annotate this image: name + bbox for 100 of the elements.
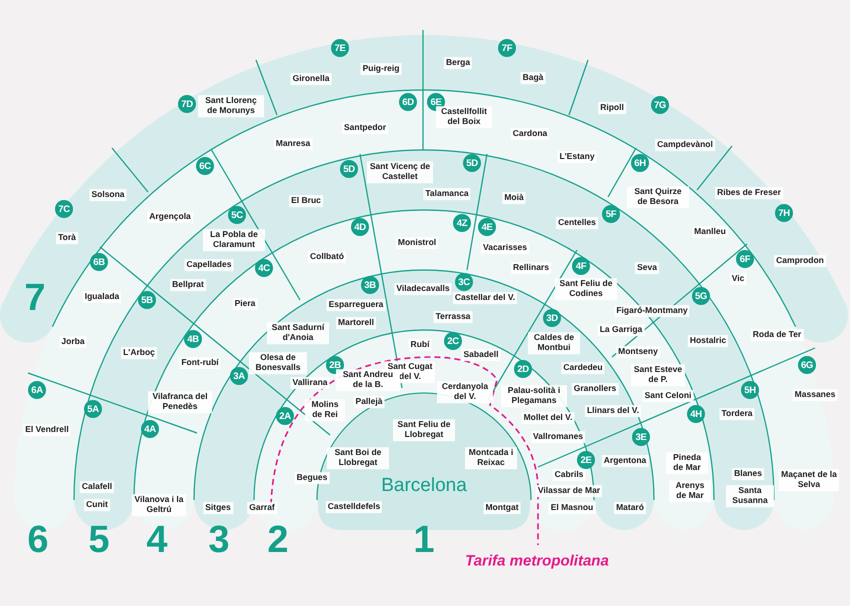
zone-number: 1	[413, 521, 435, 559]
town-label: Begues	[294, 472, 330, 484]
town-label: Torà	[56, 232, 78, 244]
town-label: Cardedeu	[561, 362, 605, 374]
town-label: Pallejà	[354, 396, 384, 408]
town-label: Capellades	[184, 259, 234, 271]
town-label: Ripoll	[598, 102, 626, 114]
town-label: Sant Celoni	[642, 390, 694, 402]
town-label: Caldes de Montbui	[528, 332, 580, 354]
town-label: Campdevànol	[655, 139, 715, 151]
town-label: Jorba	[59, 336, 87, 348]
town-label: Calafell	[80, 481, 114, 493]
town-label: Santpedor	[342, 122, 388, 134]
town-label: Bagà	[520, 72, 546, 84]
town-label: Castellar del V.	[452, 292, 518, 304]
town-label: Vallirana	[290, 377, 330, 389]
town-label: Sant Llorenç de Morunys	[198, 95, 264, 117]
town-label: Sitges	[203, 502, 233, 514]
town-label: Montgat	[483, 502, 521, 514]
town-label: Arenys de Mar	[669, 480, 711, 502]
town-label: Ribes de Freser	[715, 187, 783, 199]
town-label: Montseny	[616, 346, 660, 358]
town-label: Palau-solità i Plegamans	[501, 385, 567, 407]
town-label: Sant Andreu de la B.	[336, 369, 400, 391]
town-label: Esparreguera	[326, 299, 386, 311]
town-label: Sabadell	[462, 349, 500, 361]
town-label: Gironella	[290, 73, 332, 85]
town-label: Sant Esteve de P.	[631, 364, 685, 386]
town-label: Montcada i Reixac	[465, 447, 517, 469]
town-label: Hostalric	[688, 335, 728, 347]
town-label: El Bruc	[289, 195, 323, 207]
town-label: Font-rubí	[179, 357, 221, 369]
town-label: Terrassa	[434, 311, 472, 323]
town-label: Olesa de Bonesvalls	[249, 352, 307, 374]
town-label: Manlleu	[692, 226, 728, 238]
town-label: Roda de Ter	[750, 329, 804, 341]
town-label: Sant Quirze de Besora	[627, 186, 689, 208]
town-label: Mollet del V.	[522, 412, 574, 424]
town-label: Piera	[232, 298, 258, 310]
town-label: Bellprat	[170, 279, 206, 291]
town-label: Santa Susanna	[726, 485, 774, 507]
zone-badge: 7E	[331, 39, 349, 57]
town-label: L'Estany	[557, 151, 597, 163]
town-label: Mataró	[614, 502, 646, 514]
town-label: Vilanova i la Geltrú	[132, 494, 186, 516]
town-label: Argençola	[147, 211, 193, 223]
town-label: Molins de Rei	[305, 399, 345, 421]
zone-number: 3	[208, 521, 230, 559]
town-label: Llinars del V.	[584, 405, 642, 417]
city-label: Barcelona	[381, 475, 467, 497]
town-label: Maçanet de la Selva	[779, 469, 839, 491]
town-label: L'Arboç	[121, 347, 157, 359]
town-label: Castelldefels	[326, 501, 382, 513]
town-label: Centelles	[556, 217, 598, 229]
town-label: Camprodon	[774, 255, 826, 267]
town-label: Puig-reig	[360, 63, 402, 75]
zone-number: 5	[88, 521, 110, 559]
town-label: Pineda de Mar	[666, 452, 708, 474]
zone-badge: 7C	[55, 200, 73, 218]
town-label: Garraf	[247, 502, 277, 514]
town-label: Cabrils	[552, 469, 586, 481]
town-label: Vilassar de Mar	[536, 485, 602, 497]
town-label: Sant Feliu de Llobregat	[393, 419, 455, 441]
town-label: Sant Vicenç de Castellet	[367, 161, 433, 183]
zone-number: 4	[146, 521, 168, 559]
town-label: Vacarisses	[481, 242, 529, 254]
town-label: Vallromanes	[530, 431, 586, 443]
town-label: Sant Feliu de Codines	[555, 278, 617, 300]
town-label: Granollers	[572, 383, 618, 395]
zone-badge: 7D	[178, 95, 196, 113]
town-label: Rubí	[408, 339, 432, 351]
town-label: Vic	[730, 273, 746, 285]
town-label: Martorell	[336, 317, 376, 329]
town-label: Solsona	[89, 189, 127, 201]
town-label: Igualada	[82, 291, 122, 303]
town-label: Blanes	[732, 468, 764, 480]
town-label: Tordera	[719, 408, 755, 420]
town-label: Collbató	[308, 251, 346, 263]
town-label: Argentona	[602, 455, 648, 467]
town-label: Manresa	[274, 138, 312, 150]
zone-badge: 7F	[498, 39, 516, 57]
town-label: El Vendrell	[23, 424, 71, 436]
town-label: Sant Sadurní d'Anoia	[267, 322, 329, 344]
town-label: Vilafranca del Penedès	[148, 391, 212, 413]
town-label: Cardona	[510, 128, 550, 140]
zone-number: 7	[24, 279, 46, 317]
town-label: Castellfollit del Boix	[436, 106, 492, 128]
town-label: Cerdanyola del V.	[437, 381, 493, 403]
area-label: Tarifa metropolitana	[465, 552, 609, 570]
town-label: Cunit	[84, 499, 110, 511]
town-label: Moià	[502, 192, 526, 204]
town-label: Monistrol	[396, 237, 438, 249]
town-label: Rellinars	[511, 262, 551, 274]
town-label: La Garriga	[598, 324, 644, 336]
town-label: Talamanca	[423, 188, 471, 200]
town-label: Massanes	[792, 389, 838, 401]
town-label: Berga	[444, 57, 472, 69]
zone-number: 6	[27, 521, 49, 559]
town-label: La Pobla de Claramunt	[203, 229, 265, 251]
town-label: Seva	[635, 262, 659, 274]
